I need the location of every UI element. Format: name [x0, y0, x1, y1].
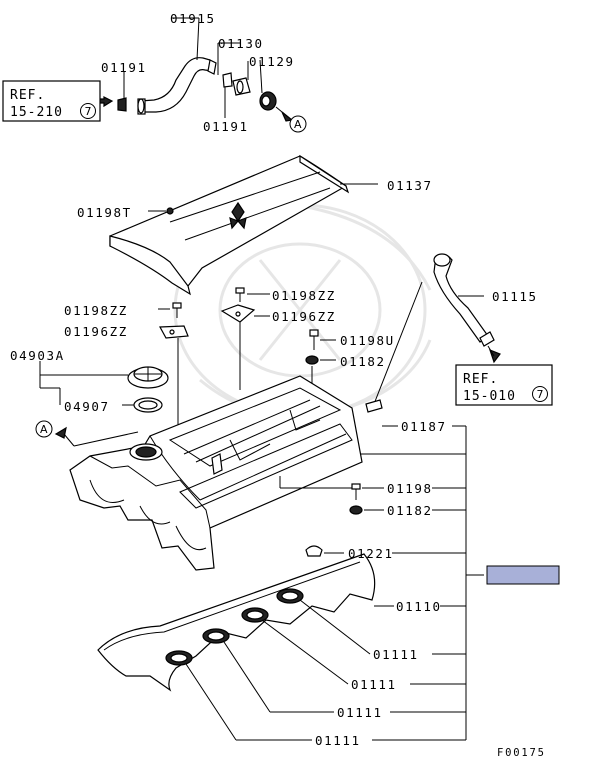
label-01187[interactable]: 01187 — [401, 419, 447, 434]
svg-text:A: A — [294, 118, 302, 131]
label-01129[interactable]: 01129 — [249, 54, 295, 69]
label-01198[interactable]: 01198 — [387, 481, 433, 496]
label-01182-lower[interactable]: 01182 — [387, 503, 433, 518]
rocker-cover[interactable] — [69, 375, 363, 571]
label-01196zz-right[interactable]: 01196ZZ — [272, 309, 336, 324]
figure-code: F00175 — [497, 747, 546, 759]
gasket-01110[interactable] — [97, 553, 376, 692]
ref-box-right[interactable]: REF. 15-010 7 — [455, 364, 553, 406]
marker-a-top: A — [289, 115, 307, 133]
bolt-01198-lower — [351, 483, 361, 500]
label-04903a[interactable]: 04903A — [10, 348, 65, 363]
label-01198u[interactable]: 01198U — [340, 333, 395, 348]
label-01191-upper[interactable]: 01191 — [101, 60, 147, 75]
label-01191-lower[interactable]: 01191 — [203, 119, 249, 134]
label-01111-4[interactable]: 01111 — [315, 733, 361, 748]
label-01198t[interactable]: 01198T — [77, 205, 132, 220]
ref-left-number: 15-210 — [10, 105, 63, 120]
part-labels: 01915 01130 01191 01129 01191 01137 0119… — [10, 11, 546, 759]
label-01130[interactable]: 01130 — [218, 36, 264, 51]
assembly-bracket — [360, 425, 484, 741]
label-01915[interactable]: 01915 — [170, 11, 216, 26]
label-04907[interactable]: 04907 — [64, 399, 110, 414]
ref-box-left[interactable]: REF. 15-210 7 — [2, 80, 101, 122]
bolt-01198zz-right — [235, 287, 245, 302]
ref-right-word: REF. — [463, 372, 498, 387]
washer-01182-lower — [349, 505, 363, 515]
label-01115[interactable]: 01115 — [492, 289, 538, 304]
ref-left-word: REF. — [10, 88, 45, 103]
engine-cover[interactable] — [109, 154, 350, 296]
ref-right-number: 15-010 — [463, 389, 516, 404]
ref-right-circle: 7 — [537, 388, 544, 401]
label-01110[interactable]: 01110 — [396, 599, 442, 614]
label-01137[interactable]: 01137 — [387, 178, 433, 193]
label-01111-3[interactable]: 01111 — [337, 705, 383, 720]
label-01111-2[interactable]: 01111 — [351, 677, 397, 692]
highlight-box[interactable] — [486, 565, 560, 585]
label-01182-upper[interactable]: 01182 — [340, 354, 386, 369]
label-01221[interactable]: 01221 — [348, 546, 394, 561]
ref-left-circle: 7 — [85, 105, 92, 118]
bolt-01198zz-left — [172, 302, 182, 318]
label-01198zz-right[interactable]: 01198ZZ — [272, 288, 336, 303]
marker-a-left: A — [35, 420, 53, 438]
svg-text:A: A — [40, 423, 48, 436]
hose-01115[interactable] — [433, 253, 495, 347]
washer-01182-top — [305, 355, 319, 365]
stud-01187 — [365, 399, 383, 413]
label-01196zz-left[interactable]: 01196ZZ — [64, 324, 128, 339]
breather-hose-group — [117, 57, 277, 115]
label-01198zz-left[interactable]: 01198ZZ — [64, 303, 128, 318]
oil-filler-cap[interactable] — [127, 366, 169, 389]
label-01111-1[interactable]: 01111 — [373, 647, 419, 662]
seal-01221 — [305, 545, 323, 557]
bolt-01198u — [309, 329, 319, 350]
